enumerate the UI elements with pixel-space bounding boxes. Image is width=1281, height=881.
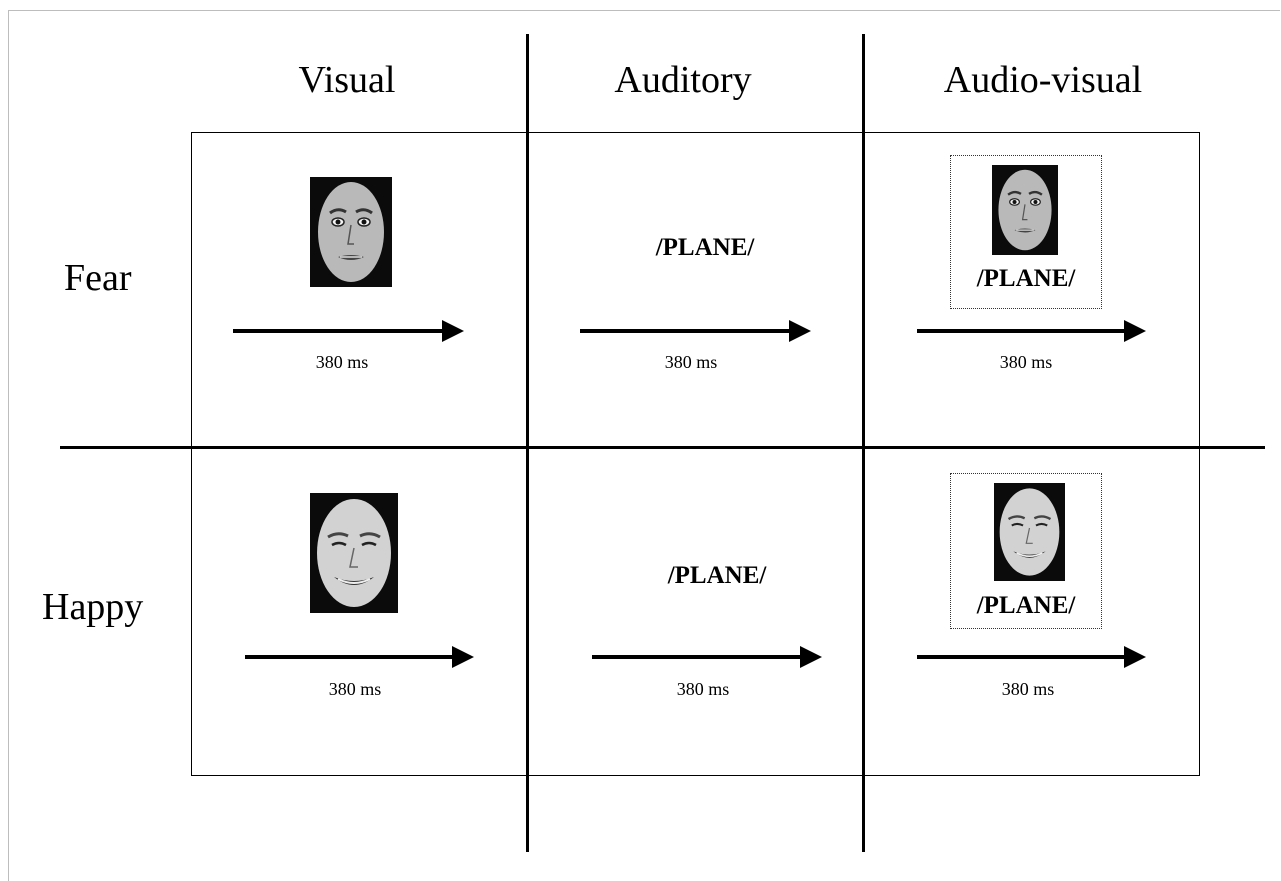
- divider-fear-happy: [60, 446, 1265, 449]
- happy-face-icon: [994, 483, 1065, 581]
- timeline-arrow: [917, 320, 1146, 342]
- audiovisual-word: /PLANE/: [976, 592, 1076, 619]
- duration-label: 380 ms: [999, 352, 1053, 372]
- row-label-fear: Fear: [64, 257, 132, 299]
- timeline-arrow: [580, 320, 811, 342]
- duration-label: 380 ms: [1001, 679, 1055, 699]
- duration-label: 380 ms: [676, 679, 730, 699]
- happy-face-icon: [310, 493, 398, 613]
- divider-visual-auditory: [526, 34, 529, 852]
- timeline-arrow: [245, 646, 474, 668]
- fearful-face-icon: [310, 177, 392, 287]
- condition-grid: [191, 132, 1200, 776]
- row-label-happy: Happy: [42, 586, 144, 628]
- divider-auditory-audiovisual: [862, 34, 865, 852]
- duration-label: 380 ms: [664, 352, 718, 372]
- column-header-visual: Visual: [298, 59, 396, 101]
- column-header-auditory: Auditory: [614, 59, 752, 101]
- column-header-audiovisual: Audio-visual: [943, 59, 1143, 101]
- duration-label: 380 ms: [328, 679, 382, 699]
- audiovisual-word: /PLANE/: [976, 265, 1076, 292]
- audiovisual-stimulus-box: [950, 155, 1102, 309]
- timeline-arrow: [917, 646, 1146, 668]
- auditory-word: /PLANE/: [667, 562, 767, 589]
- figure-frame: [8, 10, 1280, 881]
- duration-label: 380 ms: [315, 352, 369, 372]
- timeline-arrow: [233, 320, 464, 342]
- auditory-word: /PLANE/: [655, 234, 755, 261]
- audiovisual-stimulus-box: [950, 473, 1102, 629]
- timeline-arrow: [592, 646, 822, 668]
- fearful-face-icon: [992, 165, 1058, 255]
